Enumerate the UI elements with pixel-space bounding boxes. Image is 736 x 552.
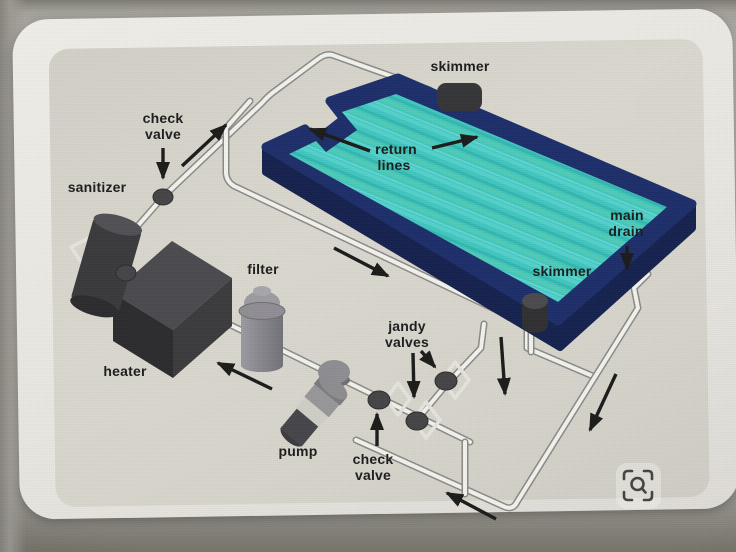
label-check-valve-bottom-2: valve: [355, 467, 391, 483]
label-return-lines-1: return: [375, 141, 417, 157]
flow-arrow-to-pump: [445, 491, 497, 521]
filter-unit: [238, 286, 286, 372]
label-jandy-valves-1: jandy: [387, 318, 426, 334]
label-skimmer-top: skimmer: [431, 58, 490, 74]
magnifier-icon: [630, 476, 645, 492]
heater-unit: [113, 241, 232, 378]
pool: [261, 73, 697, 351]
pointer-return-line-right: [431, 133, 479, 150]
labels: skimmer return lines main drain skimmer …: [68, 58, 644, 483]
pipe-jandy-branch: [412, 320, 488, 425]
label-jandy-valves-2: valves: [385, 334, 429, 350]
sanitizer-unit: [70, 213, 143, 318]
sanitizer-feed-valve: [115, 264, 137, 282]
label-main-drain-2: drain: [608, 223, 643, 239]
flow-arrows: [156, 123, 634, 521]
check-valve-top: [152, 188, 174, 206]
flow-arrow-to-heater: [216, 361, 273, 391]
google-lens-icon[interactable]: [616, 463, 661, 509]
pointer-jandy-valve-2: [406, 352, 421, 399]
jandy-valve-1: [434, 371, 458, 391]
label-return-lines-2: lines: [378, 157, 411, 173]
label-check-valve-bottom-1: check: [353, 451, 394, 467]
pipe-supply-line: [82, 51, 434, 289]
valve-stand-1: [384, 381, 412, 417]
lens-icon-backdrop: [616, 463, 661, 509]
pump-unit: [280, 374, 348, 447]
flow-arrow-to-pool: [180, 123, 228, 168]
flow-arrow-pool-edge: [333, 246, 390, 278]
jandy-valve-2: [405, 411, 429, 431]
flow-arrow-drain-line: [588, 373, 618, 432]
label-main-drain-1: main: [610, 207, 643, 223]
label-heater: heater: [103, 363, 147, 379]
label-skimmer-right: skimmer: [533, 263, 592, 279]
pipe-main-drain-line: [352, 270, 652, 512]
label-check-valve-top-1: check: [143, 110, 184, 126]
label-pump: pump: [279, 443, 318, 459]
pool-water: [289, 94, 667, 302]
label-check-valve-top-2: valve: [145, 126, 181, 142]
equipment: [69, 213, 350, 447]
flow-arrow-skimmer-line: [496, 336, 511, 396]
pointer-return-line-left: [308, 127, 371, 153]
valves: [115, 188, 471, 440]
label-filter: filter: [247, 261, 279, 277]
pointer-jandy-valve-1: [419, 349, 437, 369]
skimmer-right-unit: [522, 293, 548, 333]
skimmer-top-unit: [437, 83, 482, 111]
label-sanitizer: sanitizer: [68, 179, 127, 195]
check-valve-bottom: [367, 390, 391, 410]
